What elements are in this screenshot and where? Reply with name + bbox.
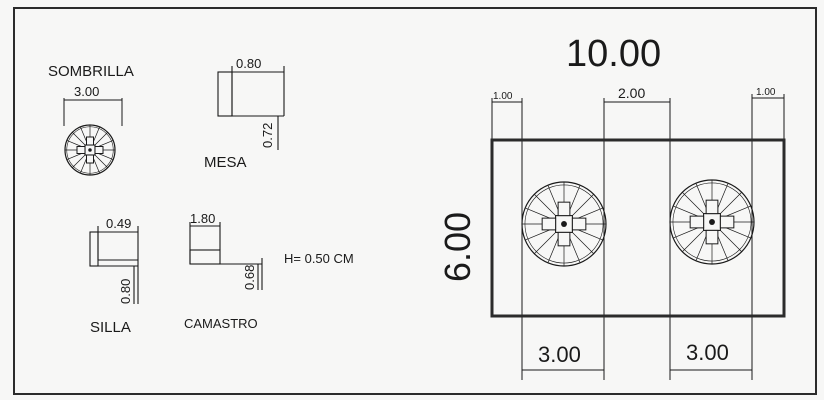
legend-sombrilla: SOMBRILLA 3.00 (48, 63, 134, 176)
lounger-icon (189, 249, 221, 265)
camastro-depth-dim: 0.68 (242, 265, 257, 290)
dimension-line (63, 98, 123, 126)
sombrilla-width-dim: 3.00 (74, 84, 99, 99)
total-width-dim: 10.00 (566, 33, 661, 75)
silla-width-dim: 0.49 (106, 216, 131, 231)
legend-mesa: 0.80 0.72 MESA (204, 56, 285, 171)
dim-middle: 2.00 (618, 85, 645, 101)
area-outline (490, 138, 786, 318)
legend-silla: 0.49 0.80 SILLA (89, 216, 139, 336)
camastro-width-dim: 1.80 (190, 211, 215, 226)
camastro-label: CAMASTRO (184, 316, 258, 331)
silla-depth-dim: 0.80 (118, 279, 133, 304)
total-height-dim: 6.00 (437, 212, 478, 282)
height-note: H= 0.50 CM (284, 251, 354, 266)
top-dimension-chain (491, 94, 785, 380)
dim-left: 1.00 (493, 91, 513, 102)
umbrella-2-width-dim: 3.00 (686, 340, 729, 365)
umbrella-1-width-dim: 3.00 (538, 342, 581, 367)
main-plan: 10.00 1.00 2.00 1.00 6.00 3.00 3.0 (437, 33, 786, 380)
mesa-label: MESA (204, 154, 247, 171)
chair-icon (89, 231, 99, 267)
dim-right: 1.00 (756, 87, 776, 98)
umbrella-icon (64, 124, 116, 176)
mesa-depth-dim: 0.72 (260, 123, 275, 148)
legend-camastro: 1.80 0.68 CAMASTRO (184, 211, 263, 331)
mesa-width-dim: 0.80 (236, 56, 261, 71)
sombrilla-label: SOMBRILLA (48, 63, 134, 80)
table-icon (217, 71, 233, 117)
drawing-frame (13, 7, 817, 395)
umbrella-1-icon (521, 181, 607, 267)
umbrella-2-icon (669, 179, 755, 265)
silla-label: SILLA (90, 319, 131, 336)
